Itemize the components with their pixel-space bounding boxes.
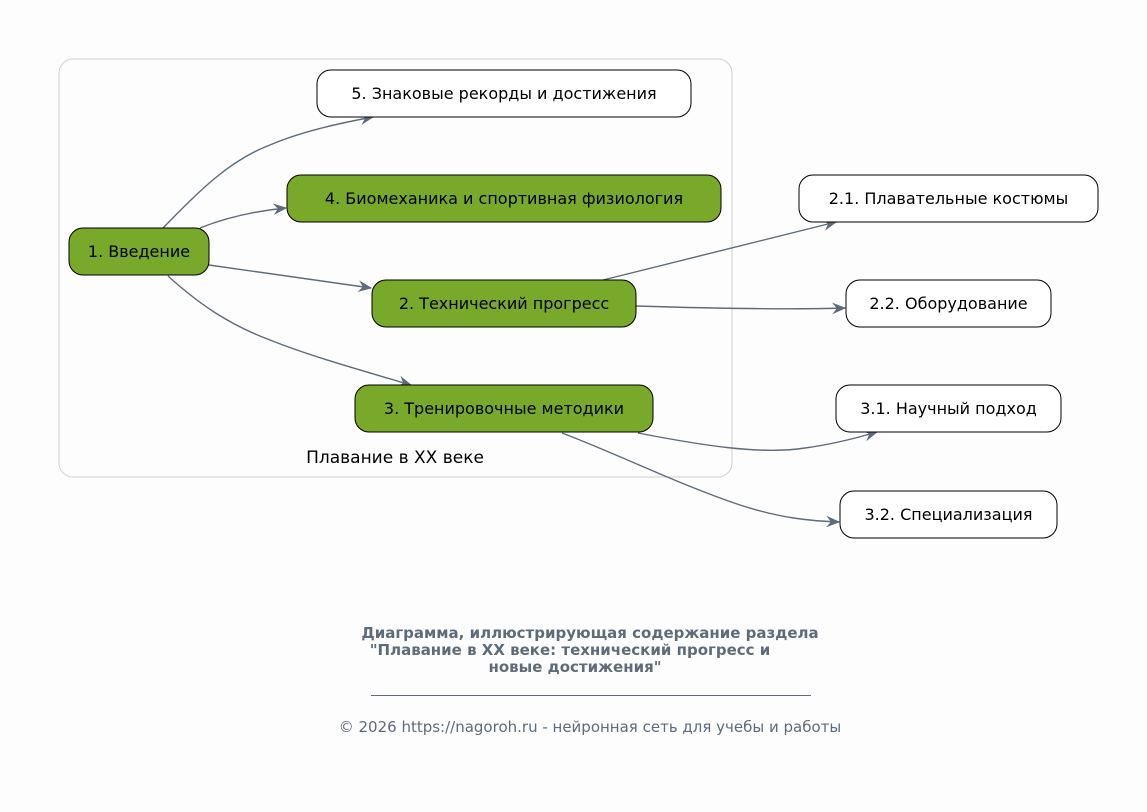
node-label: 3.2. Специализация (864, 505, 1032, 524)
caption-line-1: Диаграмма, иллюстрирующая содержание раз… (361, 624, 819, 642)
node-swimsuits[interactable]: 2.1. Плавательные костюмы (798, 174, 1099, 223)
node-specialization[interactable]: 3.2. Специализация (839, 490, 1058, 539)
node-label: 2. Технический прогресс (399, 294, 609, 313)
caption-divider (371, 695, 811, 696)
node-label: 2.1. Плавательные костюмы (829, 189, 1069, 208)
edge-1-3 (167, 275, 413, 387)
edge-2-22 (635, 302, 847, 315)
node-equipment[interactable]: 2.2. Оборудование (845, 279, 1052, 328)
edge-1-5 (162, 113, 375, 229)
node-tech-progress[interactable]: 2. Технический прогресс (371, 279, 637, 328)
node-training-methods[interactable]: 3. Тренировочные методики (354, 384, 654, 433)
caption-line-2: "Плавание в XX веке: технический прогрес… (369, 641, 771, 659)
footer-copyright: © 2026 https://nagoroh.ru - нейронная се… (338, 718, 842, 736)
cluster-swimming-20th-century: Плавание в XX веке (58, 58, 733, 478)
node-introduction[interactable]: 1. Введение (68, 227, 210, 276)
node-label: 1. Введение (88, 242, 190, 261)
diagram-caption: Диаграмма, иллюстрирующая содержание раз… (0, 625, 1147, 676)
edge-3-32 (561, 432, 841, 528)
cluster-label: Плавание в XX веке (306, 448, 484, 468)
caption-line-3: новые достижения" (488, 658, 662, 676)
node-label: 5. Знаковые рекорды и достижения (351, 84, 656, 103)
node-label: 2.2. Оборудование (869, 294, 1027, 313)
edge-3-31 (637, 430, 879, 452)
node-label: 3.1. Научный подход (860, 399, 1037, 418)
node-label: 4. Биомеханика и спортивная физиология (325, 189, 683, 208)
node-scientific-approach[interactable]: 3.1. Научный подход (835, 384, 1062, 433)
node-records[interactable]: 5. Знаковые рекорды и достижения (316, 69, 692, 118)
edge-1-4 (199, 203, 288, 229)
edge-1-2 (208, 264, 373, 292)
node-label: 3. Тренировочные методики (384, 399, 624, 418)
node-biomechanics[interactable]: 4. Биомеханика и спортивная физиология (286, 174, 722, 223)
edge-2-21 (602, 219, 838, 281)
